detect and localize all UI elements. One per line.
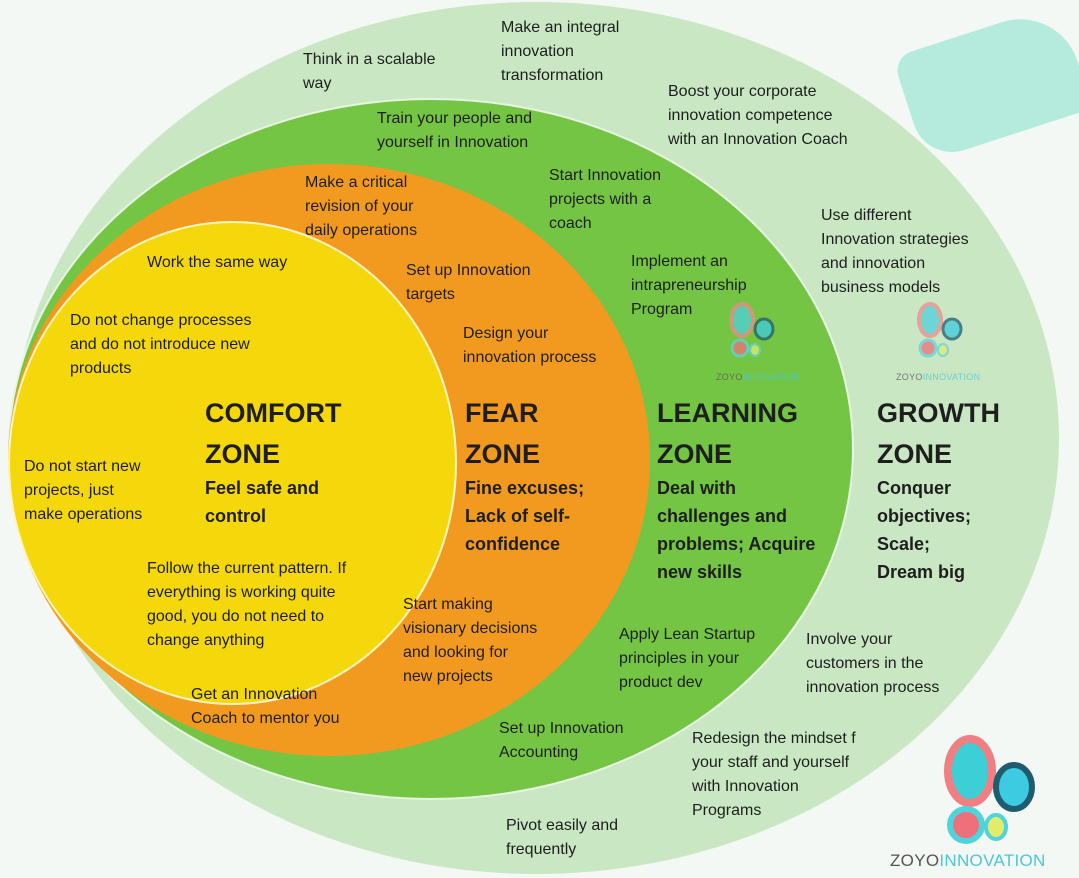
learning-item: Train your people and yourself in Innova… (377, 110, 533, 151)
fear-zone-subtitle: Fine excuses; Lack of self- confidence (465, 478, 585, 554)
growth-item: Boost your corporate innovation competen… (668, 83, 848, 148)
fear-item: Make a critical revision of your daily o… (305, 174, 418, 239)
teal-scribble (892, 3, 1079, 163)
growth-item: Make an integral innovation transformati… (501, 19, 620, 84)
comfort-zone-ellipse (8, 221, 457, 705)
zoyo-logo-small-learning: ZOYOINNOVATION (714, 302, 800, 392)
growth-item: Think in a scalable way (303, 51, 436, 92)
growth-item: Pivot easily and frequently (506, 817, 619, 858)
comfort-item: Work the same way (147, 254, 288, 271)
comfort-item: Do not change processes and do not intro… (70, 312, 252, 377)
learning-item: Set up Innovation Accounting (499, 720, 624, 761)
growth-zone-subtitle: Conquer objectives; Scale; Dream big (877, 478, 972, 582)
comfort-item: Do not start new projects, just make ope… (24, 458, 143, 523)
learning-item: Implement an intrapreneurship Program (631, 253, 747, 318)
fear-item: Set up Innovation targets (406, 262, 531, 303)
zoyo-logo-small-growth: ZOYOINNOVATION (896, 302, 996, 392)
fear-item: Start making visionary decisions and loo… (403, 596, 538, 685)
comfort-zone-subtitle: Feel safe and control (205, 478, 320, 526)
learning-item: Start Innovation projects with a coach (549, 167, 662, 232)
logo-brand-text: ZOYOINNOVATION (896, 372, 981, 382)
comfort-zone-title: COMFORT ZONE (205, 398, 342, 469)
zoyo-logo-main: ZOYOINNOVATION (885, 735, 1075, 875)
learning-item: Apply Lean Startup principles in your pr… (619, 626, 756, 691)
growth-zone-title: GROWTH ZONE (877, 398, 1000, 469)
comfort-item: Follow the current pattern. If everythin… (147, 560, 347, 649)
logo-brand-text: ZOYOINNOVATION (890, 851, 1046, 870)
butterfly-icon (944, 735, 1035, 844)
butterfly-icon (729, 302, 775, 358)
fear-item: Design your innovation process (463, 325, 597, 366)
learning-zone-title: LEARNING ZONE (657, 398, 798, 469)
learning-zone-subtitle: Deal with challenges and problems; Acqui… (657, 478, 816, 582)
growth-item: Involve your customers in the innovation… (806, 631, 940, 696)
fear-item: Get an Innovation Coach to mentor you (191, 686, 340, 727)
logo-brand-text: ZOYOINNOVATION (716, 372, 801, 382)
growth-item: Use different Innovation strategies and … (821, 207, 969, 296)
growth-item: Redesign the mindset f your staff and yo… (692, 730, 856, 819)
butterfly-icon (917, 302, 963, 358)
fear-zone-title: FEAR ZONE (465, 398, 541, 469)
